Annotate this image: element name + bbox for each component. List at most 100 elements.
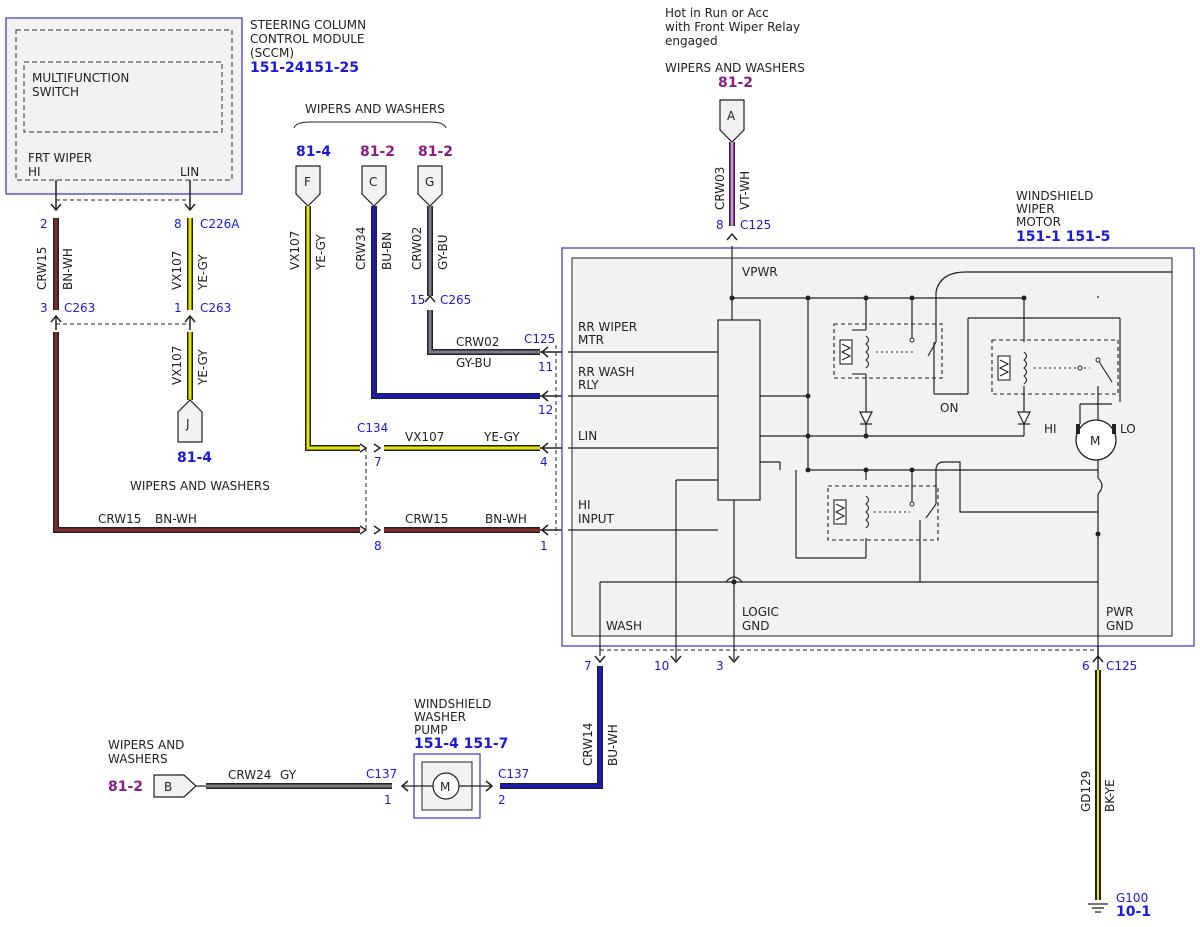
conn-c263-left: C263 [64,301,95,315]
vx107-lower-circuit: VX107 [170,346,184,385]
pin-11: 11 [538,360,553,374]
crw15-bottom-color: BN-WH [155,512,197,526]
crw15-circuit: CRW15 [35,247,49,290]
ground-icon [1088,903,1108,913]
conn-letter-c: C [369,175,377,189]
pin-8-bottom: 8 [374,539,382,553]
rr-wiper-label-1: RR WIPER [578,320,637,334]
c125-bottom-pins: 7 10 3 6 C125 [584,646,1137,673]
rr-wiper-label-2: MTR [578,333,604,347]
pin-10: 10 [654,659,669,673]
ref-f: 81-4 [296,144,331,160]
vx107-circuit: VX107 [170,251,184,290]
crw14-color: BU-WH [606,724,620,766]
pump-m-label: M [440,780,450,794]
pin-6: 6 [1082,659,1090,673]
gd129-color: BK-YE [1103,779,1117,812]
logic-gnd-label-2: GND [742,619,770,633]
motor-m-label: M [1090,434,1100,448]
wire-vx107-lower: VX107 YE-GY J 81-4 WIPERS AND WASHERS [130,332,270,493]
logic-gnd-label-1: LOGIC [742,605,779,619]
conn-letter-a: A [727,109,736,123]
conn-letter-b: B [164,780,172,794]
conn-c125-bottom: C125 [1106,659,1137,673]
conn-c226a: C226A [200,217,240,231]
crw03-color: VT-WH [738,171,752,210]
hi-input-label-2: INPUT [578,512,615,526]
c263-connector [50,314,196,330]
wire-crw34: CRW34 BU-BN 12 [354,206,553,417]
c134-circuit: VX107 [405,430,444,444]
pwr-gnd-label-1: PWR [1106,605,1133,619]
pin-3-logic: 3 [716,659,724,673]
conn-c137-left: C137 [366,767,397,781]
crw34-circuit: CRW34 [354,227,368,270]
lo-label: LO [1120,422,1136,436]
wire-crw24: CRW24 GY C137 1 C137 2 [206,767,529,807]
top-group: WIPERS AND WASHERS 81-4 81-2 81-2 F C G [293,102,453,207]
washers-left-1: WIPERS AND [108,738,184,752]
conn-c263-right: C263 [200,301,231,315]
crw24-color: GY [280,768,297,782]
crw14-circuit: CRW14 [581,723,595,766]
pump-title-3: PUMP [414,723,448,737]
lin-label: LIN [180,165,199,179]
pin-1-bottom: 1 [540,539,548,553]
section-top-group: WIPERS AND WASHERS [305,102,445,116]
crw15-bottom-circuit-2: CRW15 [405,512,448,526]
wire-crw14: CRW14 BU-WH [500,666,620,789]
sccm-ref: 151-24151-25 [250,60,359,76]
top-feed: Hot in Run or Acc with Front Wiper Relay… [665,6,805,241]
conn-letter-j: J [185,417,190,431]
wiper-motor: WINDSHIELD WIPER MOTOR 151-1 151-5 VPWR … [561,189,1195,660]
sccm-title-3: (SCCM) [250,46,294,60]
washers-left-ref: 81-2 [108,779,143,795]
pin-7: 7 [374,455,382,469]
feed-note-3: engaged [665,34,718,48]
washer-pump: WINDSHIELD WASHER PUMP 151-4 151-7 M [400,697,508,819]
motor-title-2: WIPER [1016,202,1055,216]
feed-section: WIPERS AND WASHERS [665,61,805,75]
rr-wash-label-2: RLY [578,378,599,392]
pump-title-1: WINDSHIELD [414,697,491,711]
pin-2: 2 [40,217,48,231]
crw15-bottom-color-2: BN-WH [485,512,527,526]
crw02-horz-color: GY-BU [456,356,492,370]
wire-crw15-left: 2 3 C263 CRW15 BN-WH [35,217,95,315]
sccm-module: MULTIFUNCTION SWITCH FRT WIPER HI LIN ST… [5,17,366,195]
wire-c134-lin: C134 7 VX107 YE-GY 4 [357,421,548,469]
crw34-color: BU-BN [380,232,394,270]
motor-ref: 151-1 151-5 [1016,229,1110,245]
ground-g100: G100 [1116,891,1148,905]
conn-c265: C265 [440,293,471,307]
sccm-title-1: STEERING COLUMN [250,18,366,32]
gd129-circuit: GD129 [1079,771,1093,812]
pwr-gnd-label-2: GND [1106,619,1134,633]
crw24-circuit: CRW24 [228,768,271,782]
sccm-pin-arrows [50,180,196,212]
vx107-top-color: YE-GY [314,234,328,271]
hi-input-label-1: HI [578,498,591,512]
motor-m-icon: M [1075,419,1117,461]
pump-ref: 151-4 151-7 [414,736,508,752]
feed-note-1: Hot in Run or Acc [665,6,769,20]
frt-wiper-label: FRT WIPER [28,151,92,165]
pin-4: 4 [540,455,548,469]
ref-c: 81-2 [360,144,395,160]
washers-left: WIPERS AND WASHERS 81-2 B [108,738,206,798]
ref-g: 81-2 [418,144,453,160]
conn-c125-left: C125 [524,332,555,346]
pin-7-wash: 7 [584,659,592,673]
pin-1-pump: 1 [384,793,392,807]
crw15-bottom-circuit: CRW15 [98,512,141,526]
c134-color: YE-GY [483,430,520,444]
pin-8-top: 8 [716,218,724,232]
pin-12: 12 [538,403,553,417]
sccm-title-2: CONTROL MODULE [250,32,365,46]
wire-crw15-bottom: CRW15 BN-WH CRW15 BN-WH 8 1 [53,332,548,553]
motor-title-3: MOTOR [1016,215,1061,229]
mfs-label-2: SWITCH [32,85,79,99]
pin-8: 8 [174,217,182,231]
pin-3: 3 [40,301,48,315]
feed-note-2: with Front Wiper Relay [665,20,800,34]
